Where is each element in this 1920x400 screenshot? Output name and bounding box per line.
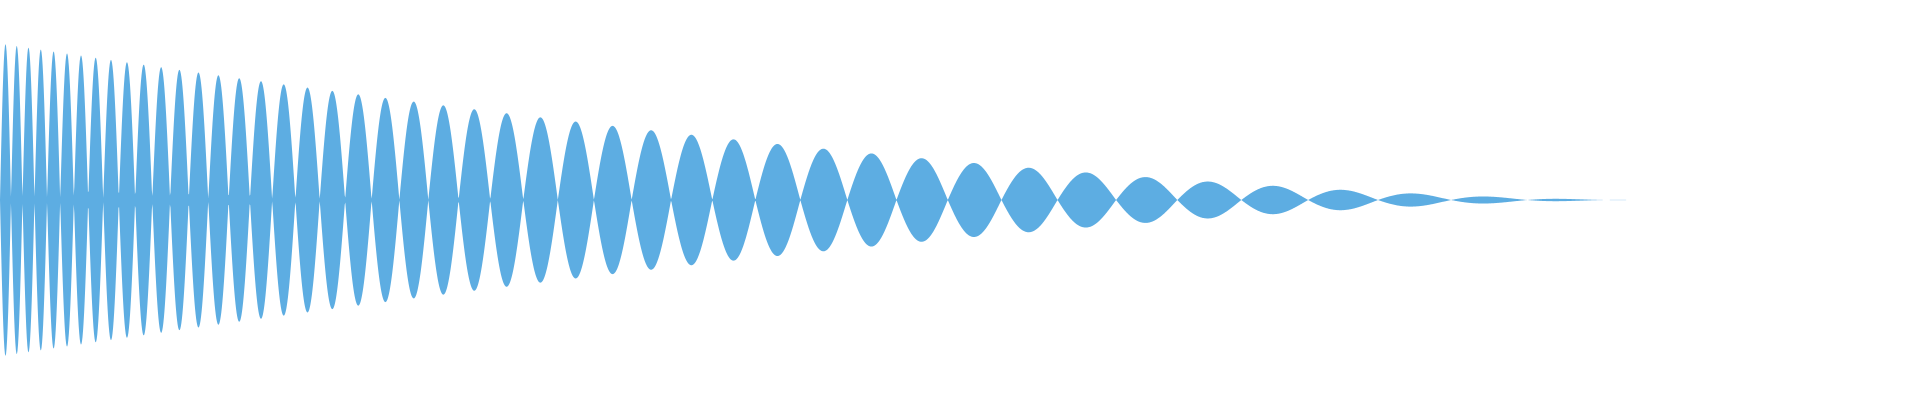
waveform-shape [0, 44, 1639, 356]
